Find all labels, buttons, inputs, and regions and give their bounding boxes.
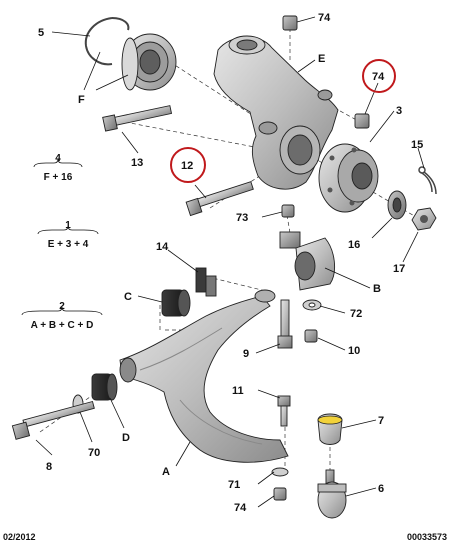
callout-e: E xyxy=(318,53,325,65)
nut-74-top-part xyxy=(282,15,298,31)
callout-72: 72 xyxy=(350,308,362,320)
group-formula-1: 1 E + 3 + 4 xyxy=(37,220,99,250)
boot-7-part xyxy=(317,413,343,445)
callout-17: 17 xyxy=(393,263,405,275)
callout-labels: 5 F 74 E 74 3 13 12 15 73 16 17 14 B C 7… xyxy=(38,12,423,514)
bolt-9-part xyxy=(277,299,293,349)
footer-reference: 00033573 xyxy=(407,532,447,542)
callout-12: 12 xyxy=(181,160,193,172)
callout-10: 10 xyxy=(348,345,360,357)
bolt-73-part xyxy=(281,204,295,218)
callout-6: 6 xyxy=(378,483,384,495)
lower-arm-a-part xyxy=(119,289,289,463)
callout-9: 9 xyxy=(243,348,249,360)
front-bush-c-part xyxy=(161,289,191,317)
group-4-formula: F + 16 xyxy=(44,172,73,183)
callout-73: 73 xyxy=(236,212,248,224)
callout-a: A xyxy=(162,466,170,478)
bolt-13-part xyxy=(102,105,173,132)
callout-f: F xyxy=(78,94,85,106)
nut-74-bottom-part xyxy=(273,487,287,501)
callout-71: 71 xyxy=(228,479,240,491)
bolt-12-part xyxy=(185,181,254,217)
wheel-hub-part xyxy=(318,143,379,213)
nut-74-mid-part xyxy=(354,113,370,129)
steering-knuckle-part xyxy=(213,35,339,190)
callout-c: C xyxy=(124,291,132,303)
callout-70: 70 xyxy=(88,447,100,459)
seal-16-part xyxy=(387,190,407,220)
highlight-circle-12 xyxy=(170,147,206,183)
highlight-circle-74 xyxy=(362,59,396,93)
group-4-number: 4 xyxy=(55,153,61,164)
group-1-number: 1 xyxy=(65,220,71,231)
bracket-14-part xyxy=(195,267,217,297)
washer-71-part xyxy=(271,467,289,477)
circlip-part xyxy=(84,17,130,66)
callout-7: 7 xyxy=(378,415,384,427)
callout-3: 3 xyxy=(396,105,402,117)
group-formula-4: 4 F + 16 xyxy=(33,153,83,183)
callout-74-bottom: 74 xyxy=(234,502,247,514)
callout-74-top: 74 xyxy=(318,12,331,24)
group-2-formula: A + B + C + D xyxy=(31,320,94,331)
callout-13: 13 xyxy=(131,157,143,169)
callout-d: D xyxy=(122,432,130,444)
group-formula-2: 2 A + B + C + D xyxy=(21,301,103,331)
ball-joint-6-part xyxy=(317,469,347,519)
callout-5: 5 xyxy=(38,27,44,39)
callout-15: 15 xyxy=(411,139,423,151)
callout-b: B xyxy=(373,283,381,295)
callout-14: 14 xyxy=(156,241,169,253)
nut-10-part xyxy=(304,329,318,343)
callout-11: 11 xyxy=(232,385,244,397)
callout-16: 16 xyxy=(348,239,360,251)
split-pin-15-part xyxy=(418,166,437,195)
footer-date: 02/2012 xyxy=(3,532,36,542)
callout-8: 8 xyxy=(46,461,52,473)
group-2-number: 2 xyxy=(59,301,65,312)
washer-72-part xyxy=(302,299,322,311)
group-1-formula: E + 3 + 4 xyxy=(48,239,89,250)
callout-74-mid: 74 xyxy=(372,71,385,83)
leader-lines xyxy=(35,16,425,508)
rear-bush-b-part xyxy=(279,231,336,291)
wheel-bearing-part xyxy=(121,33,177,91)
front-bush-d-part xyxy=(91,373,118,401)
bolt-11-part xyxy=(277,395,291,427)
bolt-8-part xyxy=(11,400,95,440)
hub-nut-17-part xyxy=(411,207,437,231)
